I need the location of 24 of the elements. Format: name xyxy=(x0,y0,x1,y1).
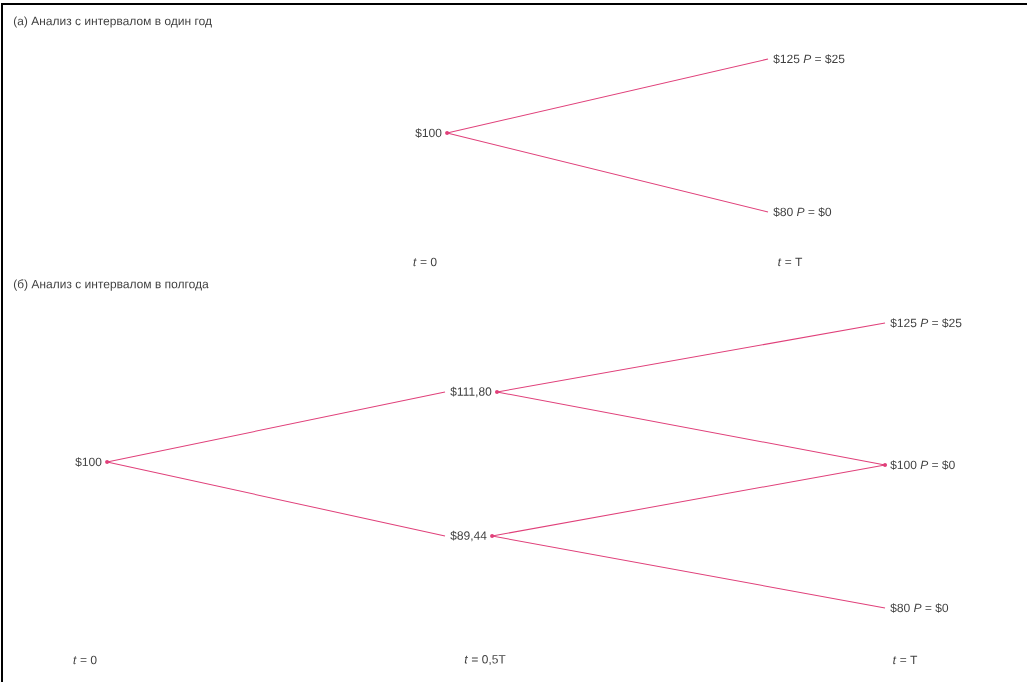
time-label: t = 0,5T xyxy=(464,655,506,665)
branch-line xyxy=(446,132,769,213)
price-label: $125 P = $25 xyxy=(773,54,845,64)
time-label: t = T xyxy=(778,257,803,267)
price-label: $125 P = $25 xyxy=(890,318,962,328)
price-label: $89,44 xyxy=(450,530,495,542)
price-label: $100 xyxy=(75,457,110,467)
branch-line xyxy=(106,461,446,537)
branch-line xyxy=(491,464,886,537)
branch-line xyxy=(496,391,886,466)
price-label: $111,80 xyxy=(450,386,499,398)
branch-line xyxy=(496,322,886,393)
price-label: $100 P = $0 xyxy=(883,460,955,470)
price-label: $80 P = $0 xyxy=(773,207,832,217)
time-label: t = 0 xyxy=(73,655,97,665)
branch-line xyxy=(106,391,446,463)
time-label: t = 0 xyxy=(413,257,437,267)
time-label: t = T xyxy=(893,655,918,665)
branch-line xyxy=(446,58,769,134)
panel-heading: (б) Анализ с интервалом в полгода xyxy=(13,279,209,291)
branch-line xyxy=(491,535,886,609)
price-label: $100 xyxy=(415,128,450,138)
panel-heading: (а) Анализ с интервалом в один год xyxy=(13,16,212,28)
price-label: $80 P = $0 xyxy=(890,603,949,613)
